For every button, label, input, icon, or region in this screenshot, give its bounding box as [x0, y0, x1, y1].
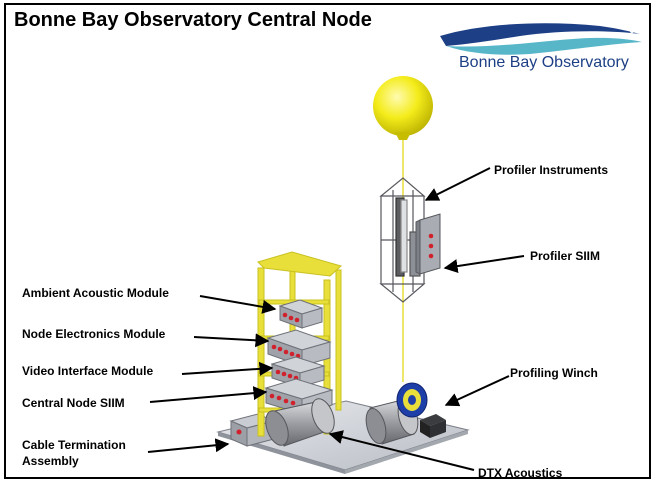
dtx-acoustics-cylinder	[265, 398, 335, 447]
logo-text: Bonne Bay Observatory	[459, 54, 629, 71]
label-profiling-winch: Profiling Winch	[510, 366, 598, 380]
label-dtx-acoustics: DTX Acoustics	[478, 466, 563, 480]
page-title: Bonne Bay Observatory Central Node	[14, 9, 372, 31]
label-profiler-instruments: Profiler Instruments	[494, 163, 609, 177]
label-ambient-acoustic-module: Ambient Acoustic Module	[22, 286, 169, 300]
label-central-node-siim: Central Node SIIM	[22, 396, 125, 410]
label-video-interface-module: Video Interface Module	[22, 364, 154, 378]
label-node-electronics-module: Node Electronics Module	[22, 327, 166, 341]
callout-arrows	[147, 167, 525, 471]
ambient-acoustic-module	[278, 299, 324, 329]
label-cable-termination-line1: Cable Termination	[22, 438, 126, 452]
profiler-siim	[415, 213, 441, 275]
profiling-winch	[396, 382, 446, 438]
logo-swoosh-icon	[440, 23, 642, 55]
label-cable-termination-line2: Assembly	[22, 454, 79, 468]
label-profiler-siim: Profiler SIIM	[530, 249, 601, 263]
buoy	[373, 76, 433, 140]
